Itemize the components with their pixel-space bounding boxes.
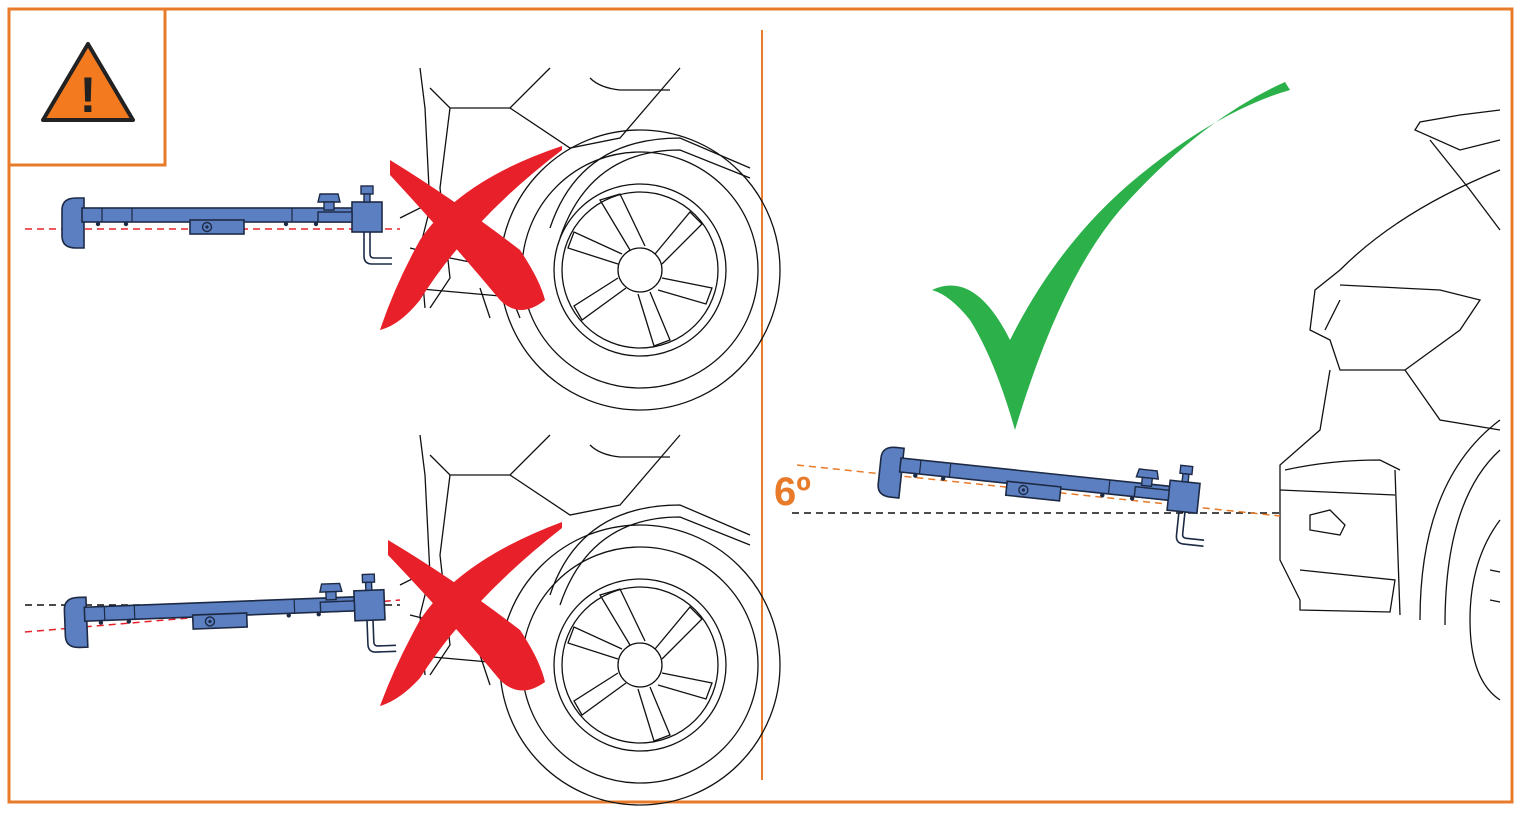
cross-mark-icon [380,146,562,330]
calibration-tool-correct [874,433,1213,547]
warning-glyph: ! [80,67,97,123]
incorrect-setup-1 [25,67,781,411]
warning-triangle-icon: ! [41,42,135,123]
cross-mark-icon [380,522,562,706]
calibration-tool-2 [62,572,398,665]
calibration-tool-1 [61,185,393,265]
correct-setup: 6º [774,82,1501,701]
warning-box: ! [9,7,167,167]
incorrect-setup-2 [24,434,781,806]
car-line-art-correct [1279,109,1501,701]
check-mark-icon [932,82,1290,430]
outer-frame [7,7,1514,804]
angle-label: 6º [774,470,811,514]
